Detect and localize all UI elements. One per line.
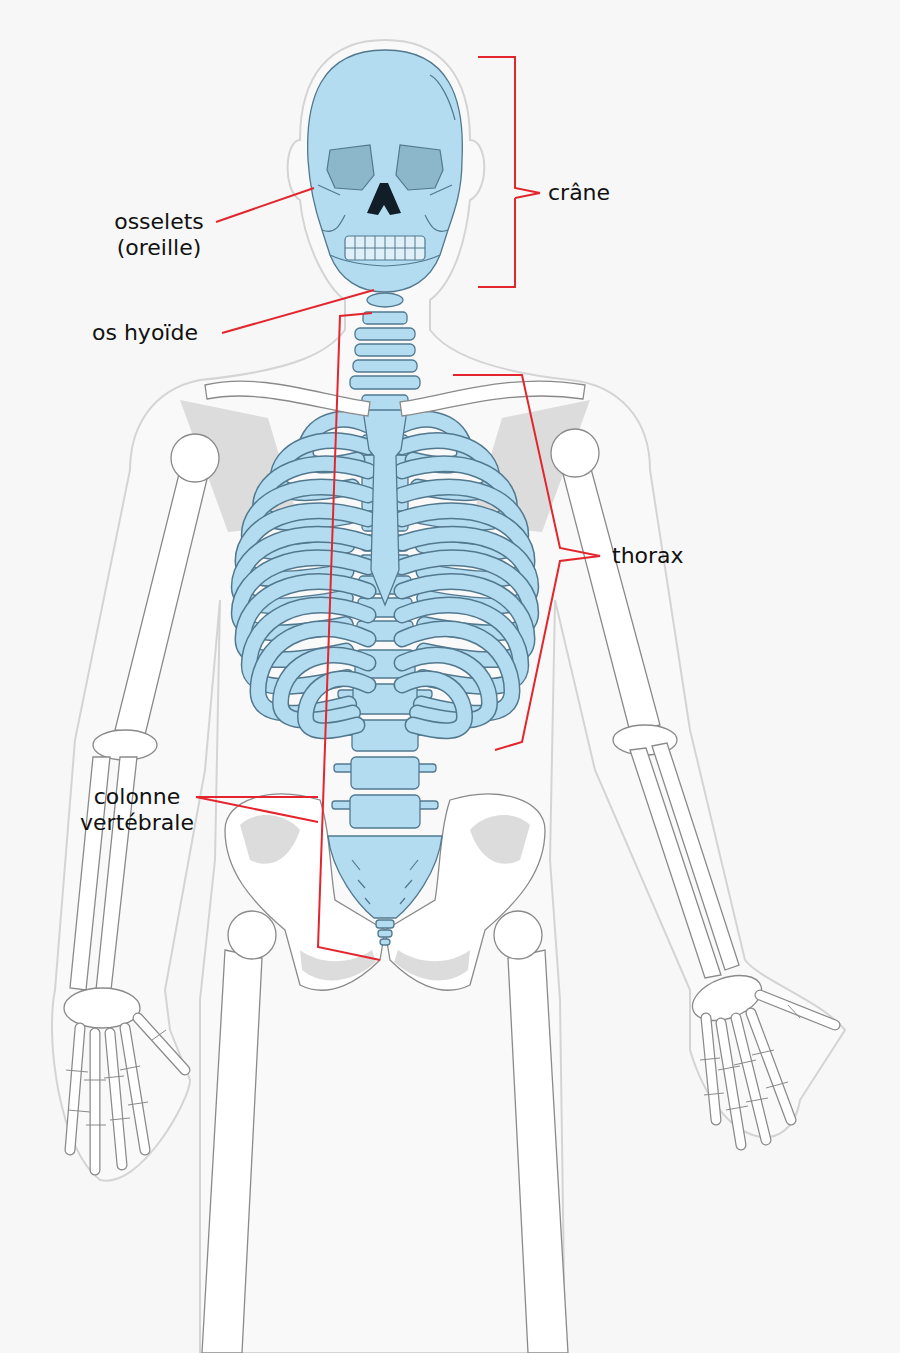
- part-label: colonne vertébrale: [74, 784, 200, 836]
- part-label: thorax: [612, 543, 684, 569]
- part-label: osselets (oreille): [98, 209, 220, 261]
- part-label: crâne: [548, 180, 610, 206]
- part-label: os hyoïde: [92, 320, 198, 346]
